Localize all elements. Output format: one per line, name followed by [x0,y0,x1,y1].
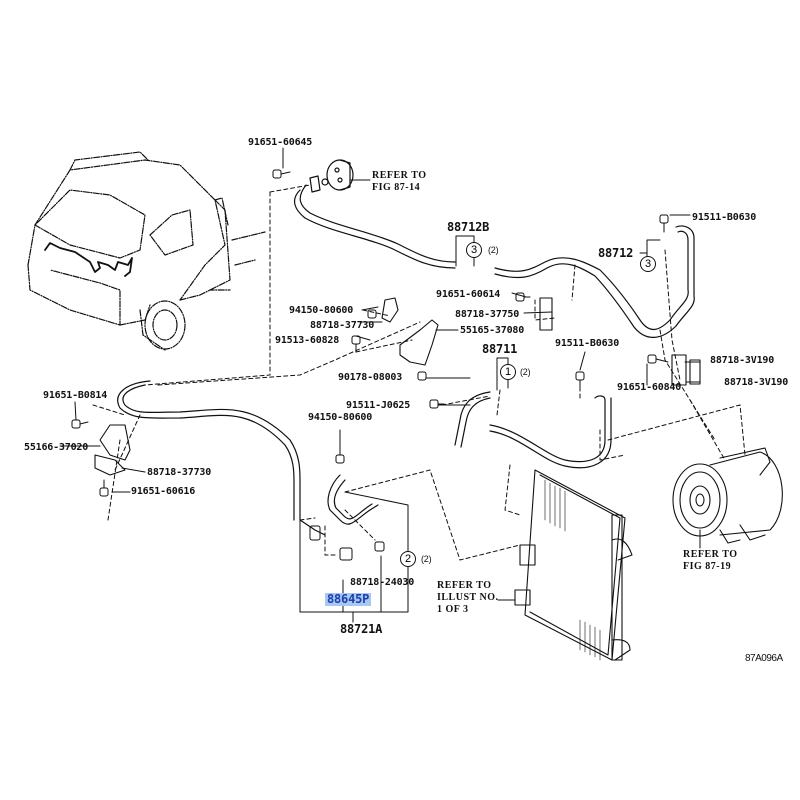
note-refer-fig-87-19: REFER TO FIG 87-19 [683,549,738,572]
part-label-88718-3v190-a[interactable]: 88718-3V190 [710,355,775,366]
callout-qty-88711: (2) [520,367,531,377]
callout-circle-2-88721a: 2 [400,551,416,567]
callout-circle-3-88712: 3 [640,256,656,272]
part-label-91651-b0814[interactable]: 91651-B0814 [43,390,108,401]
part-label-94150-80600-top[interactable]: 94150-80600 [289,305,354,316]
hose-discharge [293,184,456,269]
part-label-91511-b0630-top[interactable]: 91511-B0630 [692,212,757,223]
part-label-91651-60645[interactable]: 91651-60645 [248,137,313,148]
callout-qty-88712b: (2) [488,245,499,255]
flange-fitting [309,159,354,193]
wiring-harness [44,242,133,277]
part-label-91513-60828[interactable]: 91513-60828 [275,335,340,346]
part-label-88718-37750[interactable]: 88718-37750 [455,309,520,320]
part-label-88712[interactable]: 88712 [598,246,634,260]
note-refer-illust-1-of-3: REFER TO ILLUST NO. 1 OF 3 [437,580,499,615]
part-label-88718-24030[interactable]: 88718-24030 [350,577,415,588]
part-label-88721a[interactable]: 88721A [340,622,383,636]
part-label-88711[interactable]: 88711 [482,342,518,356]
callout-circle-1-88711: 1 [500,364,516,380]
group-brackets [59,147,701,623]
part-label-91651-60616[interactable]: 91651-60616 [131,486,196,497]
truck-illustration [27,151,266,351]
part-label-91511-j0625[interactable]: 91511-J0625 [346,400,411,411]
part-label-91651-60614[interactable]: 91651-60614 [436,289,501,300]
hose-88711 [454,391,612,469]
part-label-55165-37080[interactable]: 55165-37080 [460,325,525,336]
part-label-91651-60840[interactable]: 91651-60840 [617,382,682,393]
fasteners [71,169,669,561]
compressor [672,447,783,544]
hose-liquid [117,380,301,521]
part-label-55166-37020[interactable]: 55166-37020 [24,442,89,453]
hose-suction [494,225,695,338]
condenser [514,469,633,661]
leader-lines-dashed [92,184,746,561]
part-label-88712b[interactable]: 88712B [447,220,490,234]
part-label-88645p-selected[interactable]: 88645P [325,592,372,606]
callout-circle-3-88712b: 3 [466,242,482,258]
part-label-94150-80600-mid[interactable]: 94150-80600 [308,412,373,423]
part-label-88718-37730-top[interactable]: 88718-37730 [310,320,375,331]
pipe-88721A [299,474,379,536]
part-label-88718-37730-left[interactable]: 88718-37730 [147,467,212,478]
note-refer-fig-87-14: REFER TO FIG 87-14 [372,170,427,193]
brackets [94,297,701,476]
part-label-91511-b0630-mid[interactable]: 91511-B0630 [555,338,620,349]
callout-qty-88721a: (2) [421,554,432,564]
illustration-code: 87A096A [745,653,783,664]
part-label-90178-08003[interactable]: 90178-08003 [338,372,403,383]
part-label-88718-3v190-b[interactable]: 88718-3V190 [724,377,789,388]
